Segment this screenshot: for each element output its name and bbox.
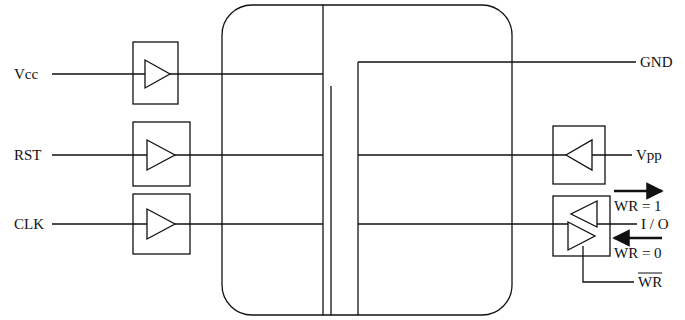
signal-label: Vpp [636,148,662,163]
signal-label: WR [638,275,662,290]
bus-line [222,154,323,155]
signal-label: GND [640,55,673,70]
signal-label: Vcc [14,67,38,82]
signal-label: WR = 0 [614,246,662,261]
signal-wire [512,223,568,224]
direction-arrow [614,237,662,240]
signal-wire [175,154,222,155]
bus-line [358,223,512,224]
signal-wire [597,223,637,224]
buffer-symbol [568,222,595,250]
bus-line [358,154,512,155]
signal-label: WR = 1 [614,199,662,214]
signal-wire [170,73,222,74]
signal-label: RST [14,148,42,163]
buffer-symbol [147,140,175,170]
bus-line [322,5,323,315]
bus-line [330,86,331,315]
buffer-box [133,42,178,104]
buffer-symbol [571,201,597,227]
bus-line [357,62,358,315]
bus-line [222,223,323,224]
signal-wire [52,73,145,74]
signal-wire [52,154,147,155]
buffer-symbol [566,140,592,170]
buffer-box [553,196,610,256]
signal-wire [175,223,222,224]
signal-wire [358,61,636,62]
chip-body [222,5,512,315]
signal-wire [512,154,566,155]
signal-label: I / O [641,217,669,232]
buffer-symbol [145,60,170,88]
signal-label: CLK [14,217,44,232]
signal-wire [52,223,147,224]
buffer-symbol [147,209,175,239]
bus-line [222,73,323,74]
buffer-box [133,122,190,186]
direction-arrow [614,190,662,193]
signal-wire [592,154,632,155]
